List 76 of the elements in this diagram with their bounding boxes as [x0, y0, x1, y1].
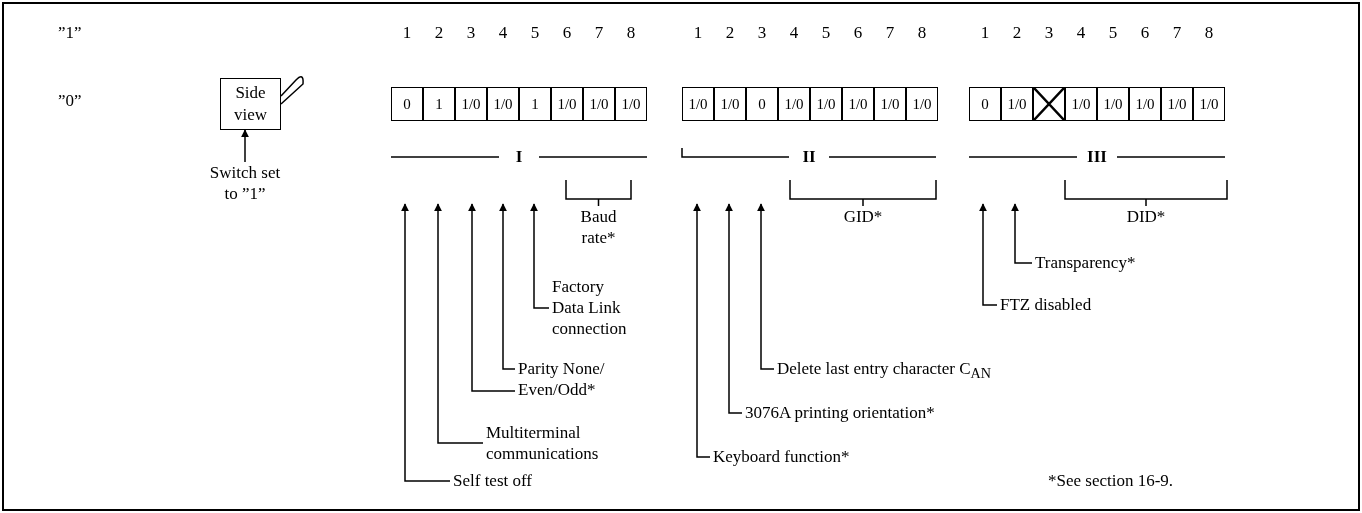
switch-cell: 1/0 — [551, 87, 583, 121]
switch-number: 3 — [465, 22, 477, 43]
switch-number: 1 — [401, 22, 413, 43]
switch-cell: 1/0 — [1193, 87, 1225, 121]
switch-number: 5 — [820, 22, 832, 43]
switch-number: 2 — [433, 22, 445, 43]
switch-number: 2 — [724, 22, 736, 43]
switch-cell: 1/0 — [842, 87, 874, 121]
leader-arrow — [693, 203, 711, 458]
switch-cell: 1/0 — [583, 87, 615, 121]
switch-number: 6 — [852, 22, 864, 43]
switch-cell: 1/0 — [1065, 87, 1097, 121]
switch-cell: 1/0 — [1097, 87, 1129, 121]
switch-number: 3 — [756, 22, 768, 43]
leader-arrow — [468, 203, 516, 392]
switch-cell: 1/0 — [906, 87, 938, 121]
leader-arrow — [979, 203, 998, 306]
state-label: ”0” — [58, 90, 82, 111]
switch-cell: 0 — [746, 87, 778, 121]
switch-number: 6 — [561, 22, 573, 43]
field-label: GID* — [842, 206, 884, 227]
leader-arrow — [725, 203, 743, 414]
field-label: DID* — [1125, 206, 1167, 227]
side-view-box: Side view — [220, 78, 281, 130]
switch-cell: 1/0 — [615, 87, 647, 121]
annotation-text: FTZ disabled — [1000, 294, 1140, 315]
unused-switch-cell — [1033, 87, 1065, 121]
switch-number: 4 — [497, 22, 509, 43]
leader-arrow — [499, 203, 516, 370]
switch-number: 5 — [529, 22, 541, 43]
switch-number: 5 — [1107, 22, 1119, 43]
leader-arrow — [757, 203, 775, 370]
annotation-text: Factory Data Link connection — [552, 276, 640, 339]
leader-arrow — [1011, 203, 1033, 264]
state-label: ”1” — [58, 22, 82, 43]
switch-cell: 1/0 — [455, 87, 487, 121]
switch-number: 8 — [625, 22, 637, 43]
footnote: *See section 16-9. — [1048, 470, 1174, 491]
switch-note: Switch set to ”1” — [203, 162, 287, 204]
switch-cell: 1/0 — [874, 87, 906, 121]
switch-cell: 1 — [519, 87, 551, 121]
switch-cell: 1/0 — [1129, 87, 1161, 121]
switch-cell: 1/0 — [810, 87, 842, 121]
annotation-text: Keyboard function* — [713, 446, 913, 467]
leader-arrow — [434, 203, 484, 444]
switch-cell: 1/0 — [487, 87, 519, 121]
annotation-text: Multiterminal communications — [486, 422, 616, 464]
leader-arrow — [401, 203, 451, 482]
switch-cell: 1/0 — [682, 87, 714, 121]
switch-number: 4 — [788, 22, 800, 43]
switch-cell: 1/0 — [1001, 87, 1033, 121]
annotation-text: Parity None/ Even/Odd* — [518, 358, 623, 400]
switch-cell: 1/0 — [1161, 87, 1193, 121]
annotation-text: 3076A printing orientation* — [745, 402, 1005, 423]
annotation-text: Self test off — [453, 470, 573, 491]
switch-cell: 0 — [969, 87, 1001, 121]
switch-number: 6 — [1139, 22, 1151, 43]
switch-cell: 1 — [423, 87, 455, 121]
switch-number: 8 — [1203, 22, 1215, 43]
switch-number: 7 — [884, 22, 896, 43]
field-label: Baud rate* — [579, 206, 618, 248]
arrow — [241, 129, 249, 163]
switch-number: 1 — [692, 22, 704, 43]
switch-number: 2 — [1011, 22, 1023, 43]
switch-number: 7 — [1171, 22, 1183, 43]
annotation-text: Transparency* — [1035, 252, 1175, 273]
leader-arrow — [530, 203, 550, 309]
switch-number: 4 — [1075, 22, 1087, 43]
switch-number: 8 — [916, 22, 928, 43]
switch-number: 3 — [1043, 22, 1055, 43]
switch-number: 7 — [593, 22, 605, 43]
annotation-text: Delete last entry character C$_{AN}$ — [777, 358, 1077, 385]
switch-cell: 1/0 — [778, 87, 810, 121]
switch-cell: 1/0 — [714, 87, 746, 121]
switch-cell: 0 — [391, 87, 423, 121]
switch-number: 1 — [979, 22, 991, 43]
